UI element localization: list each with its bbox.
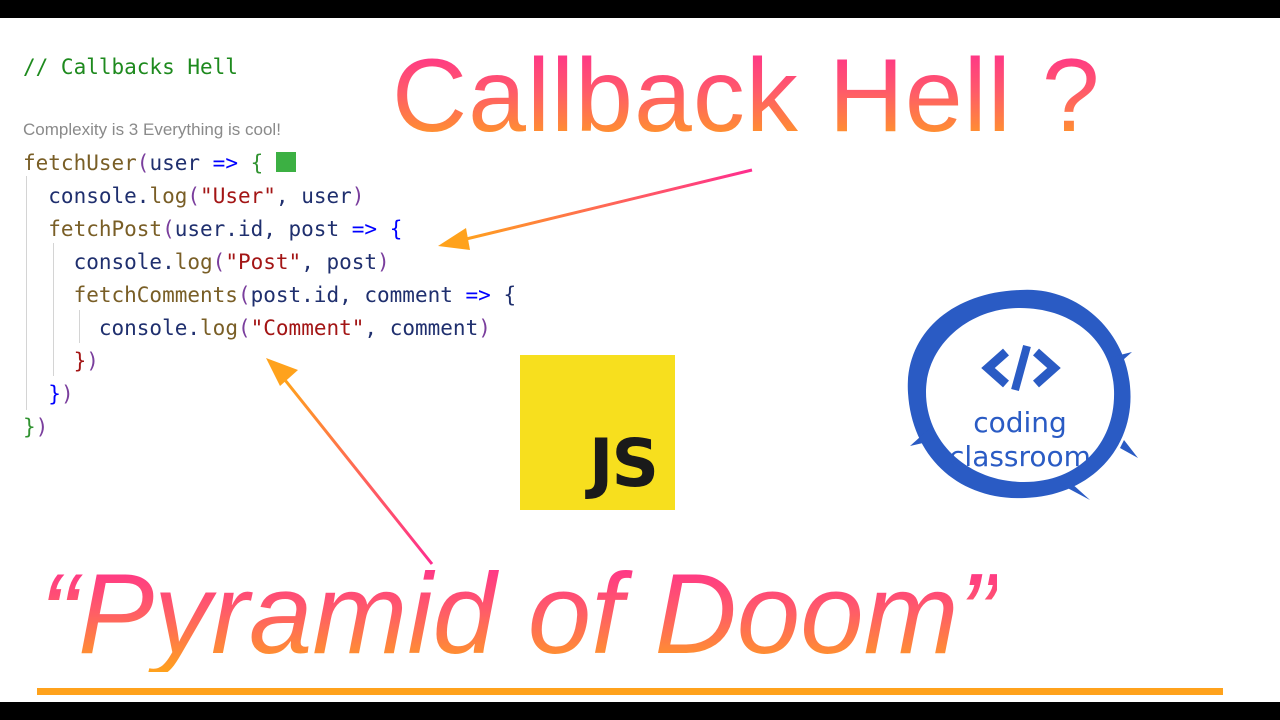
code-token: ) [60, 382, 74, 406]
code-token: => [200, 151, 251, 175]
code-line: fetchComments(post.id, comment => { [23, 279, 517, 312]
code-token: log [149, 184, 188, 208]
code-line: console.log("Comment", comment) [23, 312, 516, 345]
code-token: console [23, 250, 163, 274]
code-token: fetchPost [23, 217, 163, 241]
thumbnail-canvas: // Callbacks Hell Complexity is 3 Everyt… [0, 18, 1280, 702]
code-line: console.log("Post", post) [23, 246, 516, 279]
code-token: ) [377, 250, 390, 274]
code-token: { [250, 151, 264, 175]
code-token: . [187, 316, 201, 340]
indent-guide-3 [79, 310, 80, 343]
complexity-ok-icon [275, 152, 296, 172]
indent-guide-1 [26, 176, 27, 410]
code-token: } [23, 349, 87, 373]
code-token: , post [301, 250, 378, 274]
code-line: fetchPost(user.id, post => { [23, 213, 516, 246]
code-token: , comment [364, 316, 479, 340]
code-token: ) [35, 415, 49, 439]
code-token: console [23, 184, 137, 208]
code-token: { [389, 217, 403, 241]
js-logo-text: JS [588, 425, 659, 502]
code-token: ( [136, 151, 150, 175]
code-token: user.id, post [174, 217, 340, 241]
code-token: => [339, 217, 390, 241]
indent-guide-2 [53, 243, 54, 376]
javascript-logo: JS [520, 355, 675, 510]
code-line: fetchUser(user => { [23, 147, 516, 180]
code-token: ) [86, 349, 99, 373]
code-comment-line: // Callbacks Hell [23, 55, 238, 79]
code-token: ( [237, 283, 251, 307]
code-token: "Comment" [250, 316, 365, 340]
code-token: fetchComments [23, 283, 238, 307]
code-token: fetchUser [23, 151, 137, 175]
code-token: ( [162, 217, 175, 241]
arrow-to-console-log-icon [266, 358, 434, 565]
code-line: }) [23, 378, 516, 411]
brush-ring-icon [907, 289, 1138, 500]
code-token: "Post" [225, 250, 302, 274]
code-token: . [136, 184, 150, 208]
code-token: ) [478, 316, 491, 340]
code-token: . [162, 250, 175, 274]
coding-classroom-badge: coding classroom [900, 268, 1140, 508]
code-token: ) [351, 184, 365, 208]
code-block: fetchUser(user => { console.log("User", … [23, 147, 516, 444]
headline-callback-hell: Callback Hell ? [392, 38, 1101, 154]
complexity-hint: Complexity is 3 Everything is cool! [23, 120, 281, 139]
code-token: => [452, 283, 504, 307]
badge-line-coding: coding [973, 406, 1067, 439]
code-token: "User" [200, 184, 276, 208]
subheadline-pyramid-of-doom: “Pyramid of Doom” [40, 551, 997, 678]
badge-line-classroom: classroom [949, 440, 1091, 473]
code-token: ( [237, 316, 251, 340]
code-token: ( [212, 250, 226, 274]
subheadline-underline [37, 688, 1223, 695]
code-token: post.id, comment [250, 283, 453, 307]
arrows-overlay [266, 168, 753, 565]
code-token: { [503, 283, 517, 307]
code-token: ( [187, 184, 201, 208]
code-token: log [174, 250, 213, 274]
code-token: user [149, 151, 201, 175]
code-token: , user [275, 184, 352, 208]
code-line: }) [23, 411, 516, 444]
code-line: }) [23, 345, 516, 378]
arrow-to-fetchpost-icon [438, 168, 753, 250]
code-token: } [23, 415, 36, 439]
code-token: console [23, 316, 188, 340]
code-line: console.log("User", user) [23, 180, 516, 213]
code-token: log [200, 316, 238, 340]
code-token: } [23, 382, 61, 406]
